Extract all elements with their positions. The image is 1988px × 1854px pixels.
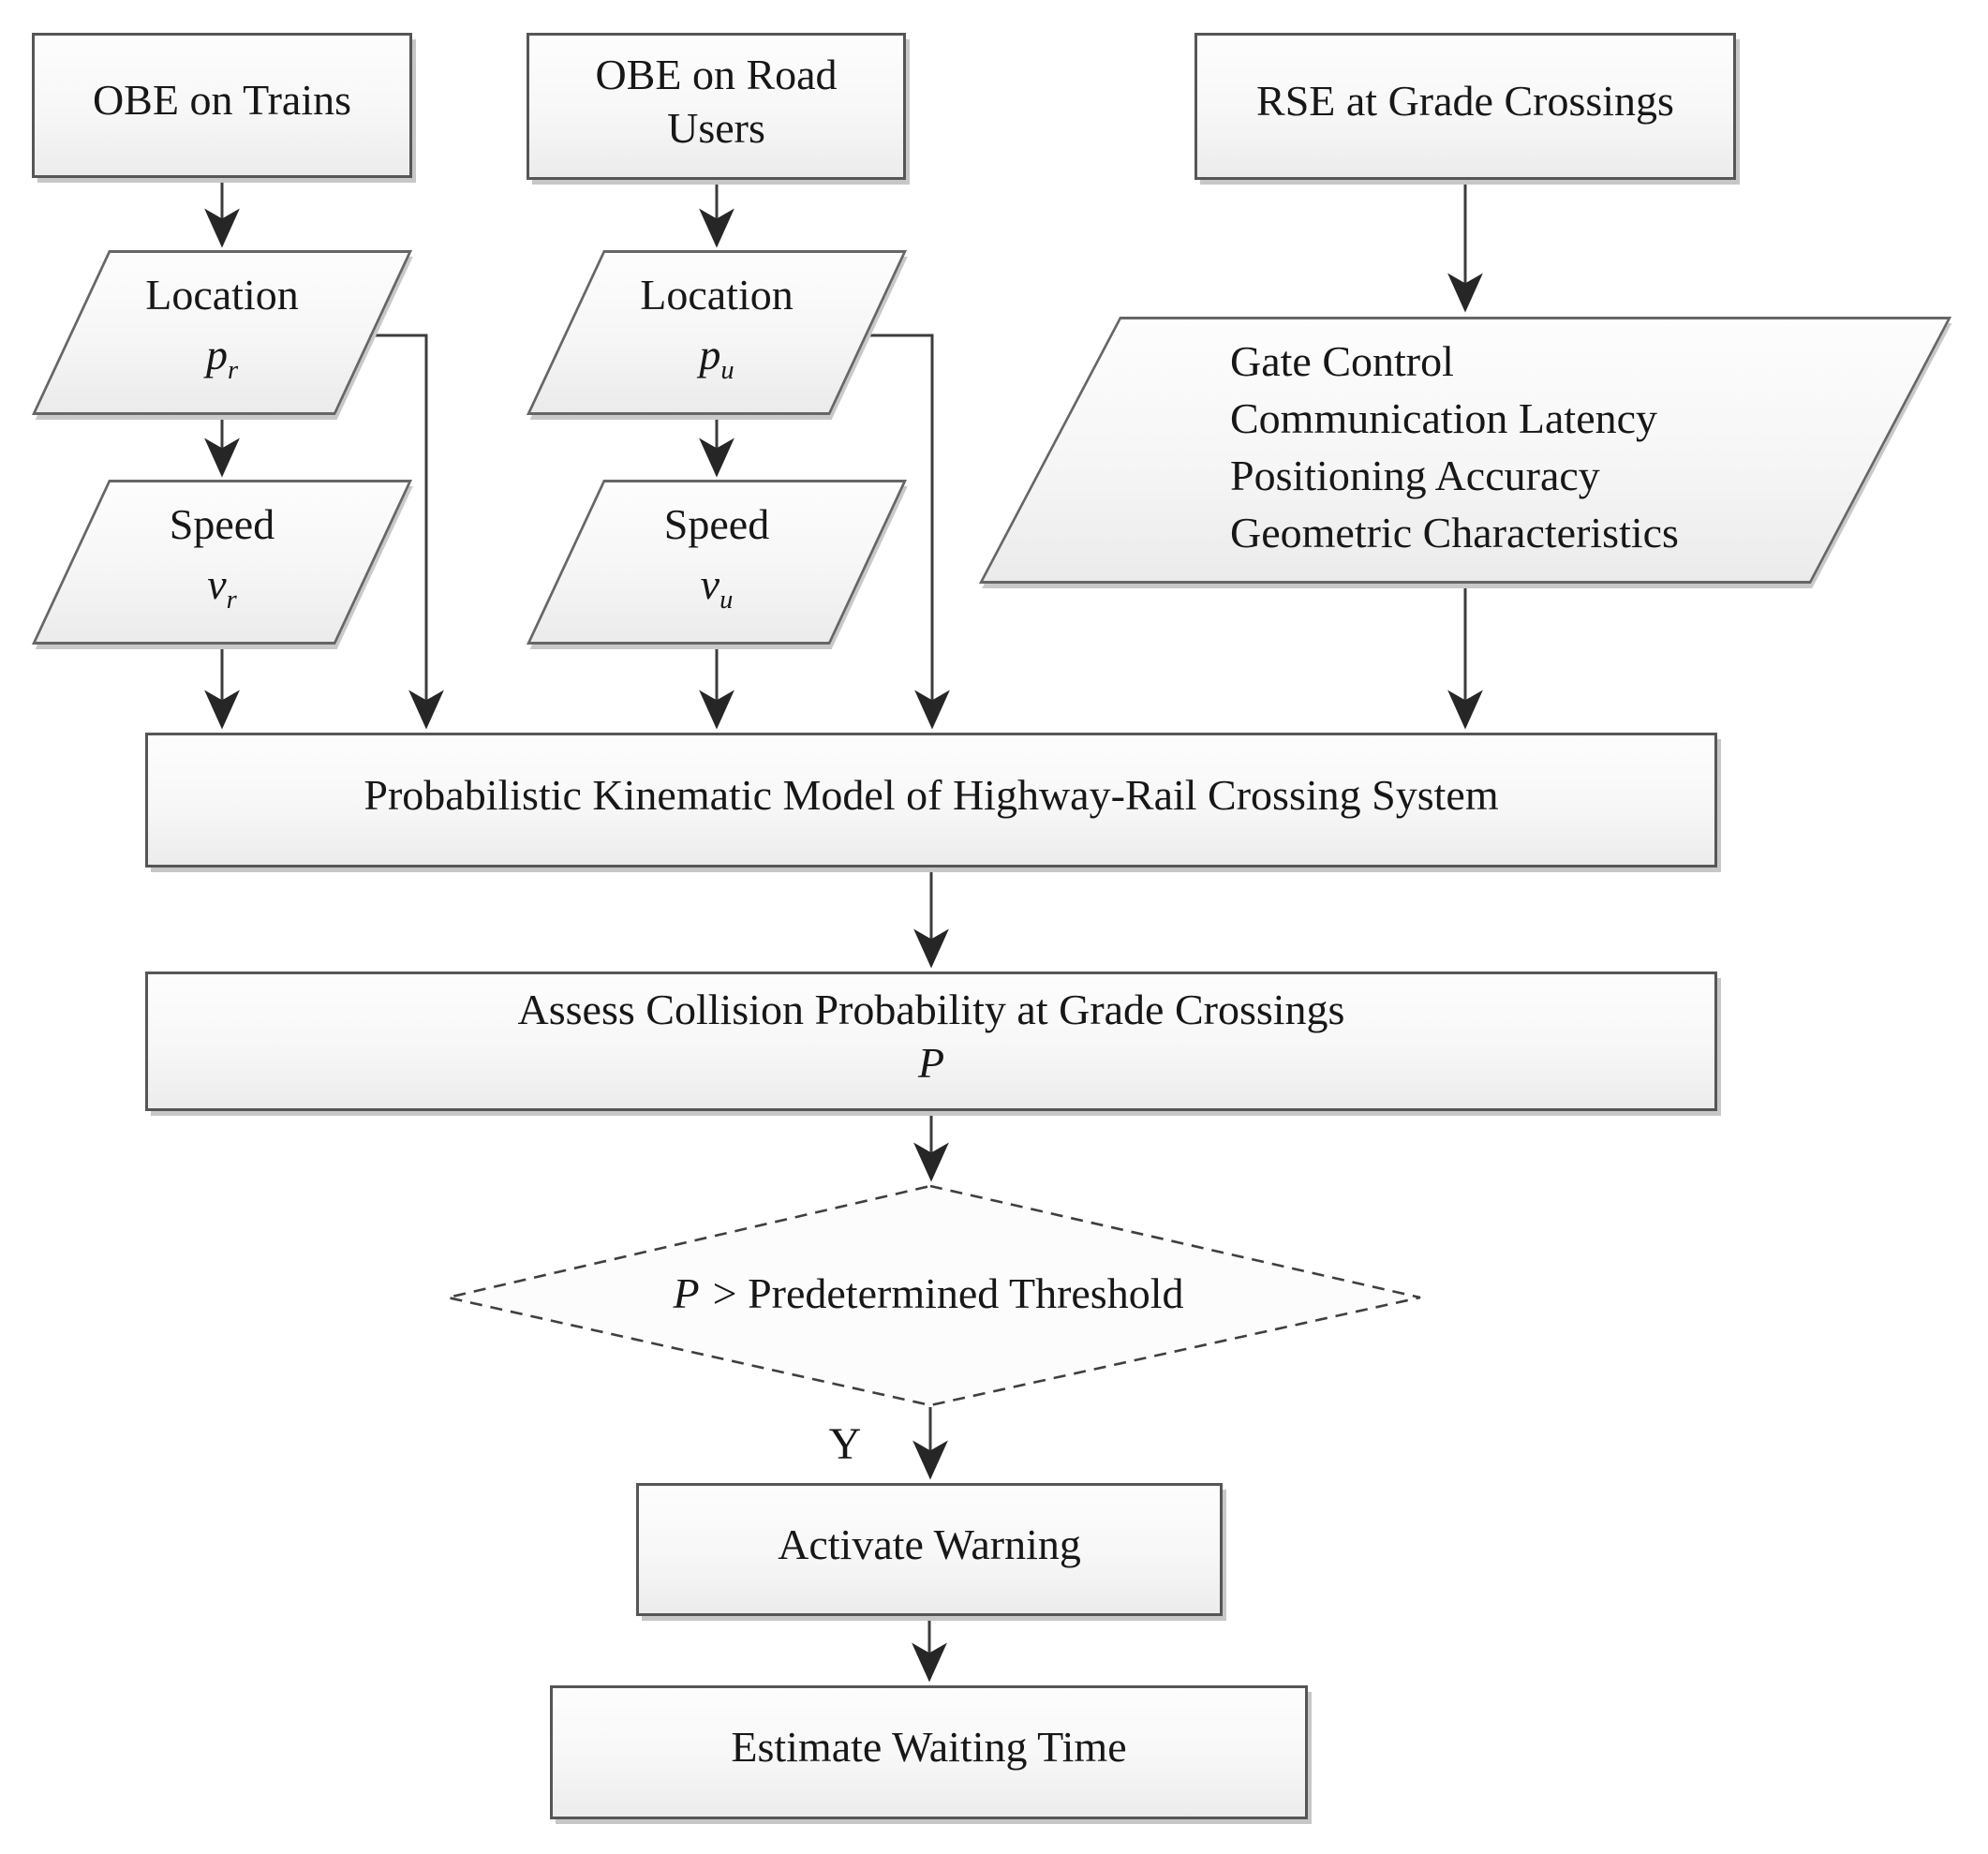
node-speed-road: Speed vu (526, 480, 908, 645)
node-estimate-waiting-time-label: Estimate Waiting Time (731, 1723, 1127, 1772)
node-location-train: Location pr (31, 250, 413, 415)
node-rse-grade-crossings: RSE at Grade Crossings (1194, 33, 1736, 180)
node-speed-train-label: Speed (169, 499, 275, 548)
node-estimate-waiting-time: Estimate Waiting Time (550, 1685, 1308, 1819)
node-location-road-label: Location (640, 270, 794, 319)
rse-input-gate-control: Gate Control (1230, 336, 1454, 385)
node-assess-collision-label: Assess Collision Probability at Grade Cr… (517, 986, 1345, 1034)
decision-branch-yes-label: Y (828, 1418, 862, 1469)
rse-input-communication-latency: Communication Latency (1230, 393, 1658, 442)
node-obe-trains: OBE on Trains (32, 33, 412, 178)
node-speed-train-symbol: vr (207, 560, 237, 616)
node-decision-threshold: P > Predetermined Threshold (431, 1182, 1426, 1409)
node-location-train-label: Location (145, 270, 299, 319)
node-decision-threshold-label: P > Predetermined Threshold (673, 1268, 1184, 1317)
node-obe-road-users-label: OBE on Road Users (595, 51, 838, 152)
rse-input-geometric-characteristics: Geometric Characteristics (1230, 508, 1679, 556)
node-activate-warning-label: Activate Warning (778, 1520, 1081, 1568)
node-speed-train: Speed vr (31, 480, 413, 645)
node-kinematic-model: Probabilistic Kinematic Model of Highway… (145, 733, 1717, 868)
node-speed-road-symbol: vu (700, 560, 734, 616)
node-obe-trains-label: OBE on Trains (92, 76, 352, 125)
node-obe-road-users: OBE on Road Users (527, 33, 906, 180)
node-rse-label: RSE at Grade Crossings (1256, 77, 1674, 126)
node-rse-inputs: Gate Control Communication Latency Posit… (978, 317, 1952, 584)
decision-diamond-shape (447, 1184, 1421, 1407)
node-location-road-symbol: pu (699, 331, 734, 386)
node-location-road: Location pu (526, 250, 908, 415)
node-kinematic-model-label: Probabilistic Kinematic Model of Highway… (363, 770, 1499, 819)
node-assess-collision: Assess Collision Probability at Grade Cr… (145, 971, 1717, 1111)
node-assess-collision-symbol: P (917, 1038, 945, 1087)
node-speed-road-label: Speed (663, 499, 770, 548)
node-location-train-symbol: pr (205, 331, 239, 386)
rse-input-positioning-accuracy: Positioning Accuracy (1230, 451, 1600, 499)
node-activate-warning: Activate Warning (636, 1483, 1223, 1616)
